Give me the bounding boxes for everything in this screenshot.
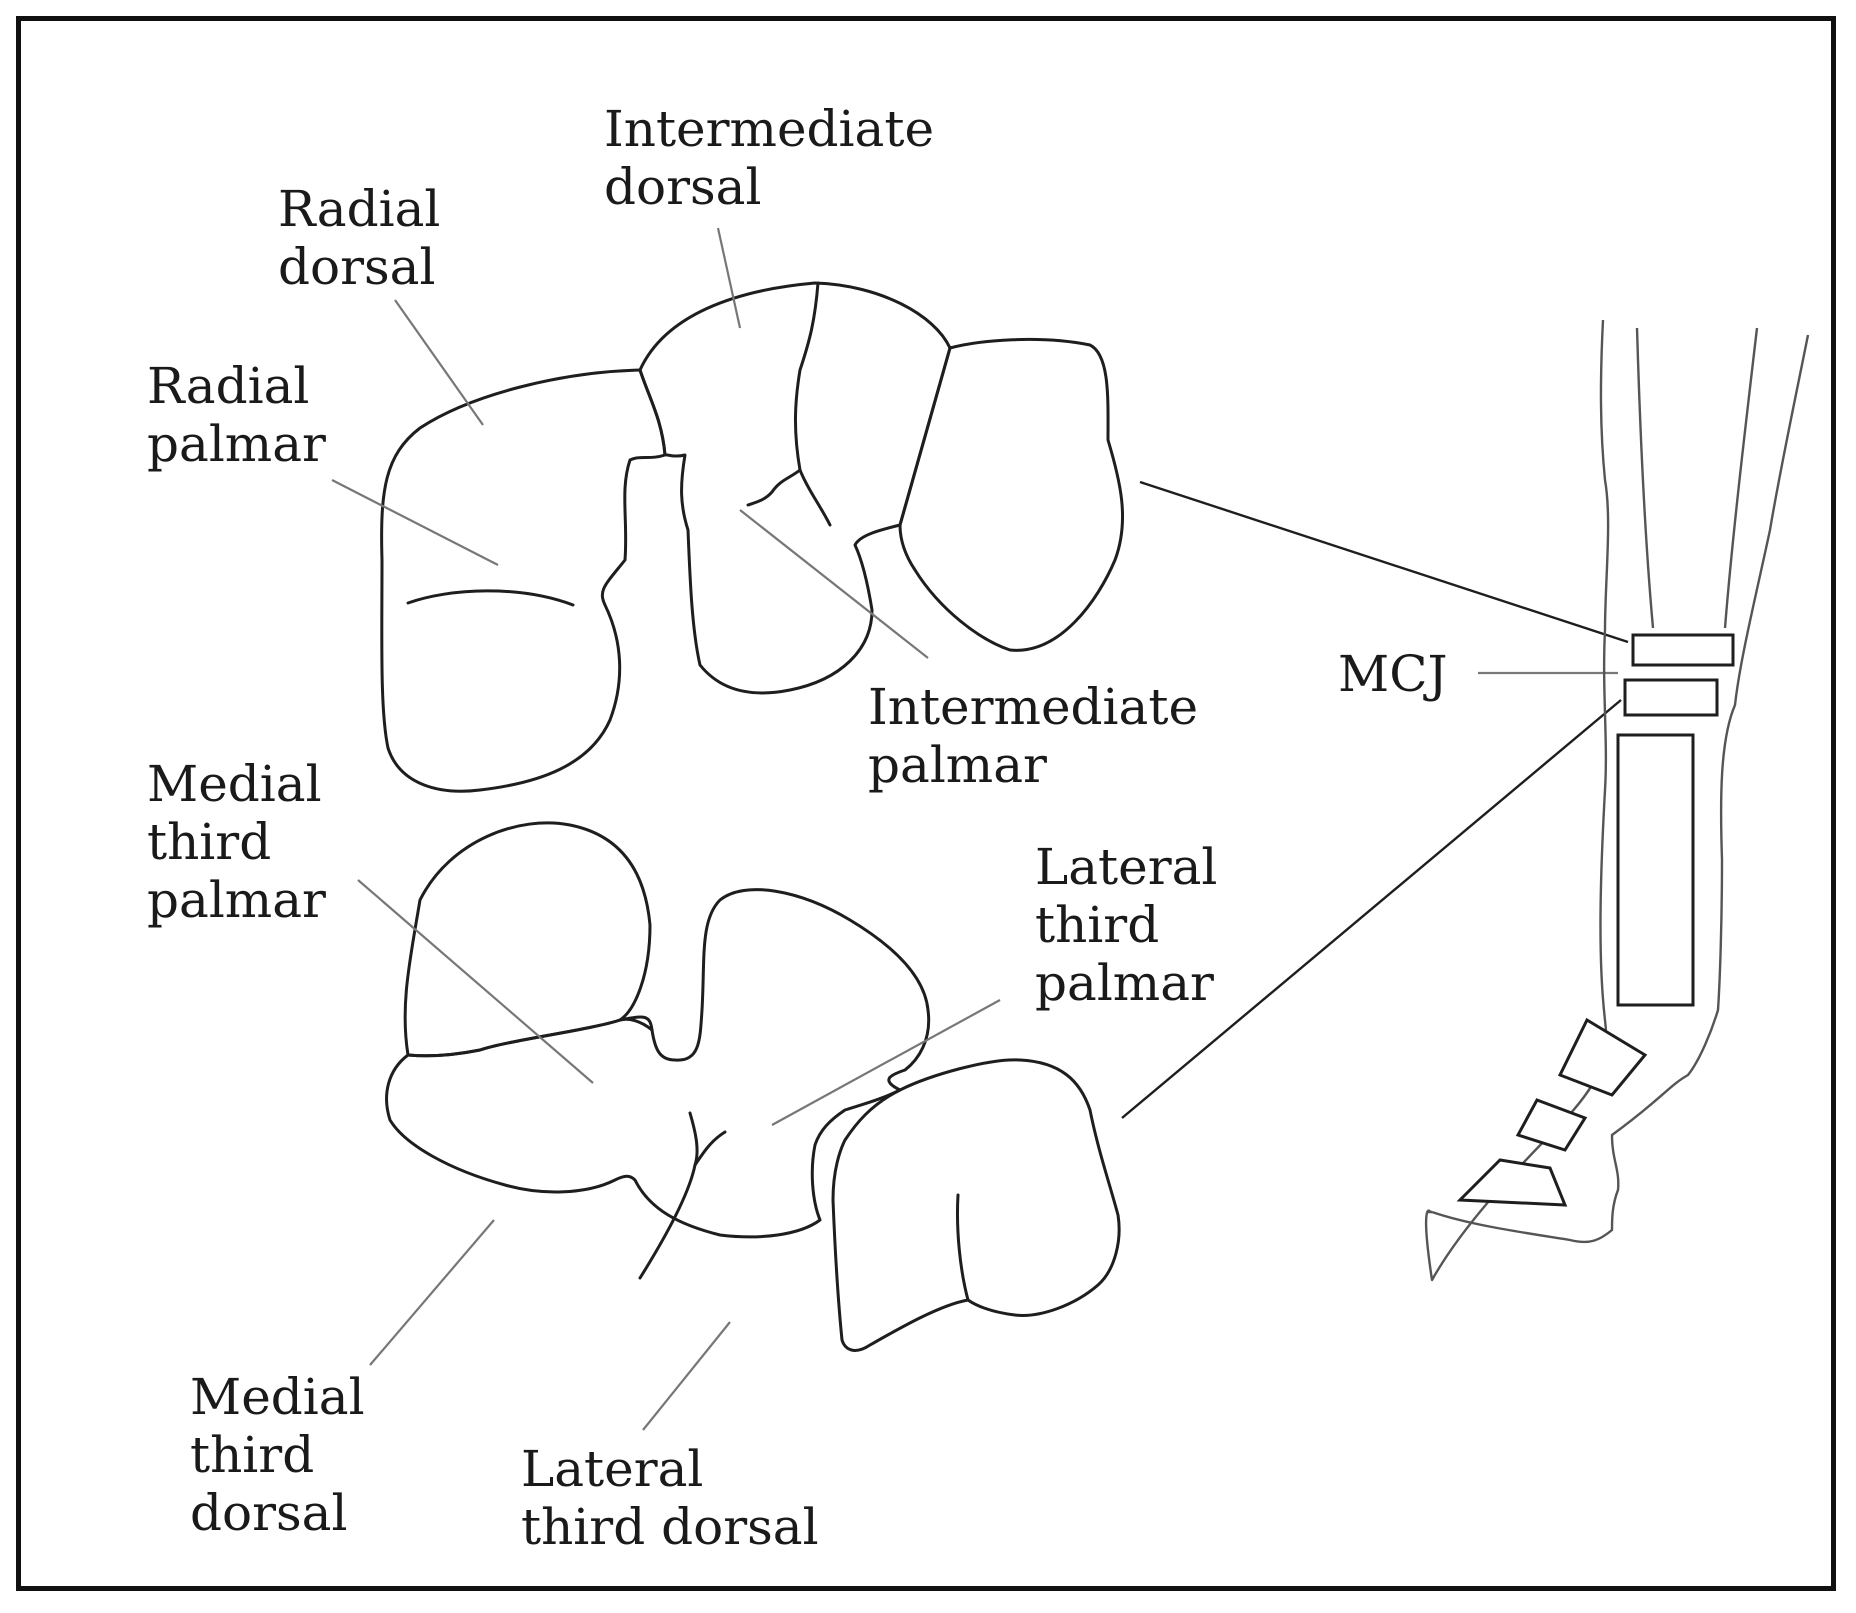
pastern-box (1515, 1098, 1588, 1152)
third-carpal-inner-branch (693, 1130, 727, 1167)
leader-radial-dorsal (394, 299, 484, 426)
intermediate-carpal-bone (638, 281, 952, 695)
fetlock-box (1557, 1017, 1648, 1097)
label-lateral-third-dorsal: Lateral third dorsal (521, 1440, 819, 1556)
label-line: third (1035, 896, 1160, 954)
label-line: Radial (147, 357, 310, 415)
label-radial-palmar: Radial palmar (147, 357, 326, 473)
label-mcj: MCJ (1338, 645, 1448, 703)
label-line: palmar (1035, 954, 1214, 1012)
proximal-carpal-box (1631, 633, 1735, 667)
fourth-carpal-bone (831, 1058, 1121, 1352)
label-intermediate-dorsal: Intermediate dorsal (604, 100, 934, 216)
label-line: palmar (147, 871, 326, 929)
leader-intermediate-dorsal (716, 227, 742, 329)
connector-distal-row (1121, 699, 1622, 1119)
label-line: Lateral (1035, 838, 1218, 896)
label-line: Medial (147, 755, 322, 813)
label-intermediate-palmar: Intermediate palmar (868, 678, 1198, 794)
cannon-bone-box (1616, 733, 1695, 1007)
figure-frame (16, 16, 1836, 1591)
third-carpal-bone (385, 888, 931, 1239)
label-lateral-third-palmar: Lateral third palmar (1035, 838, 1217, 1012)
label-line: dorsal (604, 158, 762, 216)
label-leaders (331, 227, 1618, 1431)
label-line: palmar (868, 736, 1047, 794)
intermediate-carpal-inner-line (793, 281, 832, 527)
distal-row-seam (618, 1017, 654, 1032)
leader-radial-palmar (331, 479, 499, 566)
label-line: Radial (278, 180, 441, 238)
label-line: third (190, 1426, 315, 1484)
radial-carpal-inner-line (406, 589, 575, 607)
label-line: dorsal (190, 1484, 348, 1542)
connector-proximal-row (1139, 480, 1629, 644)
distal-carpal-box (1623, 678, 1719, 717)
radial-carpal-bone (380, 368, 667, 793)
label-line: Intermediate (868, 678, 1199, 736)
proximal-carpal-row (380, 281, 1125, 793)
label-medial-third-dorsal: Medial third dorsal (190, 1368, 365, 1542)
label-line: Medial (190, 1368, 365, 1426)
label-line: Intermediate (604, 100, 935, 158)
label-line: dorsal (278, 238, 436, 296)
ulnar-carpal-bone (898, 337, 1125, 652)
label-medial-third-palmar: Medial third palmar (147, 755, 326, 929)
intermediate-carpal-inner-branch (746, 468, 802, 507)
label-line: third (147, 813, 272, 871)
leader-lateral-third-dorsal (642, 1321, 731, 1431)
third-carpal-inner-line (638, 1111, 699, 1280)
leader-medial-third-dorsal (369, 1219, 495, 1366)
leader-lateral-third-palmar (771, 999, 1001, 1126)
fourth-carpal-inner-line (955, 1193, 970, 1302)
distal-carpal-row (385, 821, 1121, 1352)
label-line: Lateral (521, 1440, 704, 1498)
limb-connectors (1121, 480, 1629, 1119)
label-line: third dorsal (521, 1498, 819, 1556)
radius-outline (1635, 327, 1759, 629)
limb-outline (1424, 319, 1810, 1282)
leader-intermediate-palmar (739, 509, 929, 659)
label-radial-dorsal: Radial dorsal (278, 180, 440, 296)
equine-limb (1424, 319, 1810, 1282)
label-line: palmar (147, 415, 326, 473)
leader-medial-third-palmar (357, 879, 594, 1084)
coffin-box (1456, 1158, 1568, 1207)
